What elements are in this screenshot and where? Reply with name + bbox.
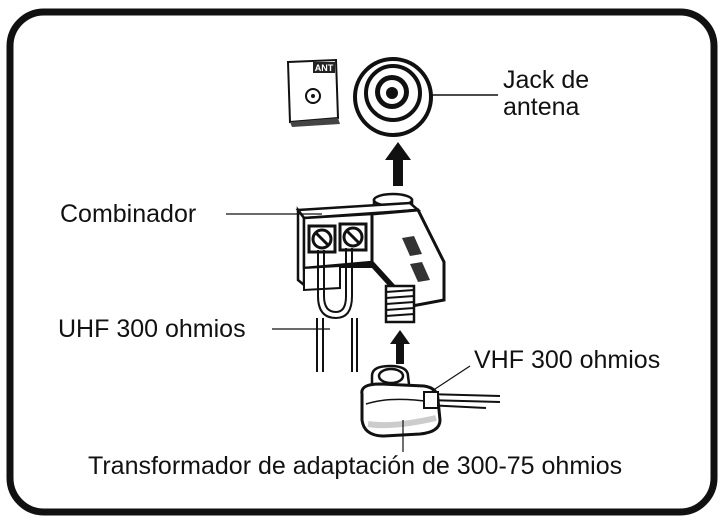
vhf-leader-line bbox=[431, 365, 471, 392]
uhf-twin-lead bbox=[316, 248, 358, 372]
tv-ant-panel: ANT bbox=[286, 58, 340, 127]
jack-label-line2: antena bbox=[503, 93, 580, 121]
combiner-label: Combinador bbox=[60, 200, 197, 228]
ant-tag: ANT bbox=[315, 63, 334, 73]
jack-label-line1: Jack de bbox=[503, 66, 590, 94]
arrow-up-icon bbox=[390, 330, 410, 364]
vhf-label: VHF 300 ohmios bbox=[474, 346, 661, 374]
antenna-jack bbox=[353, 57, 433, 137]
transformer-label: Transformador de adaptación de 300-75 oh… bbox=[88, 452, 623, 480]
matching-transformer bbox=[360, 364, 501, 438]
uhf-label: UHF 300 ohmios bbox=[58, 315, 246, 343]
arrow-up-icon bbox=[385, 142, 411, 186]
combiner-device bbox=[295, 192, 446, 324]
diagram-border bbox=[6, 8, 718, 516]
